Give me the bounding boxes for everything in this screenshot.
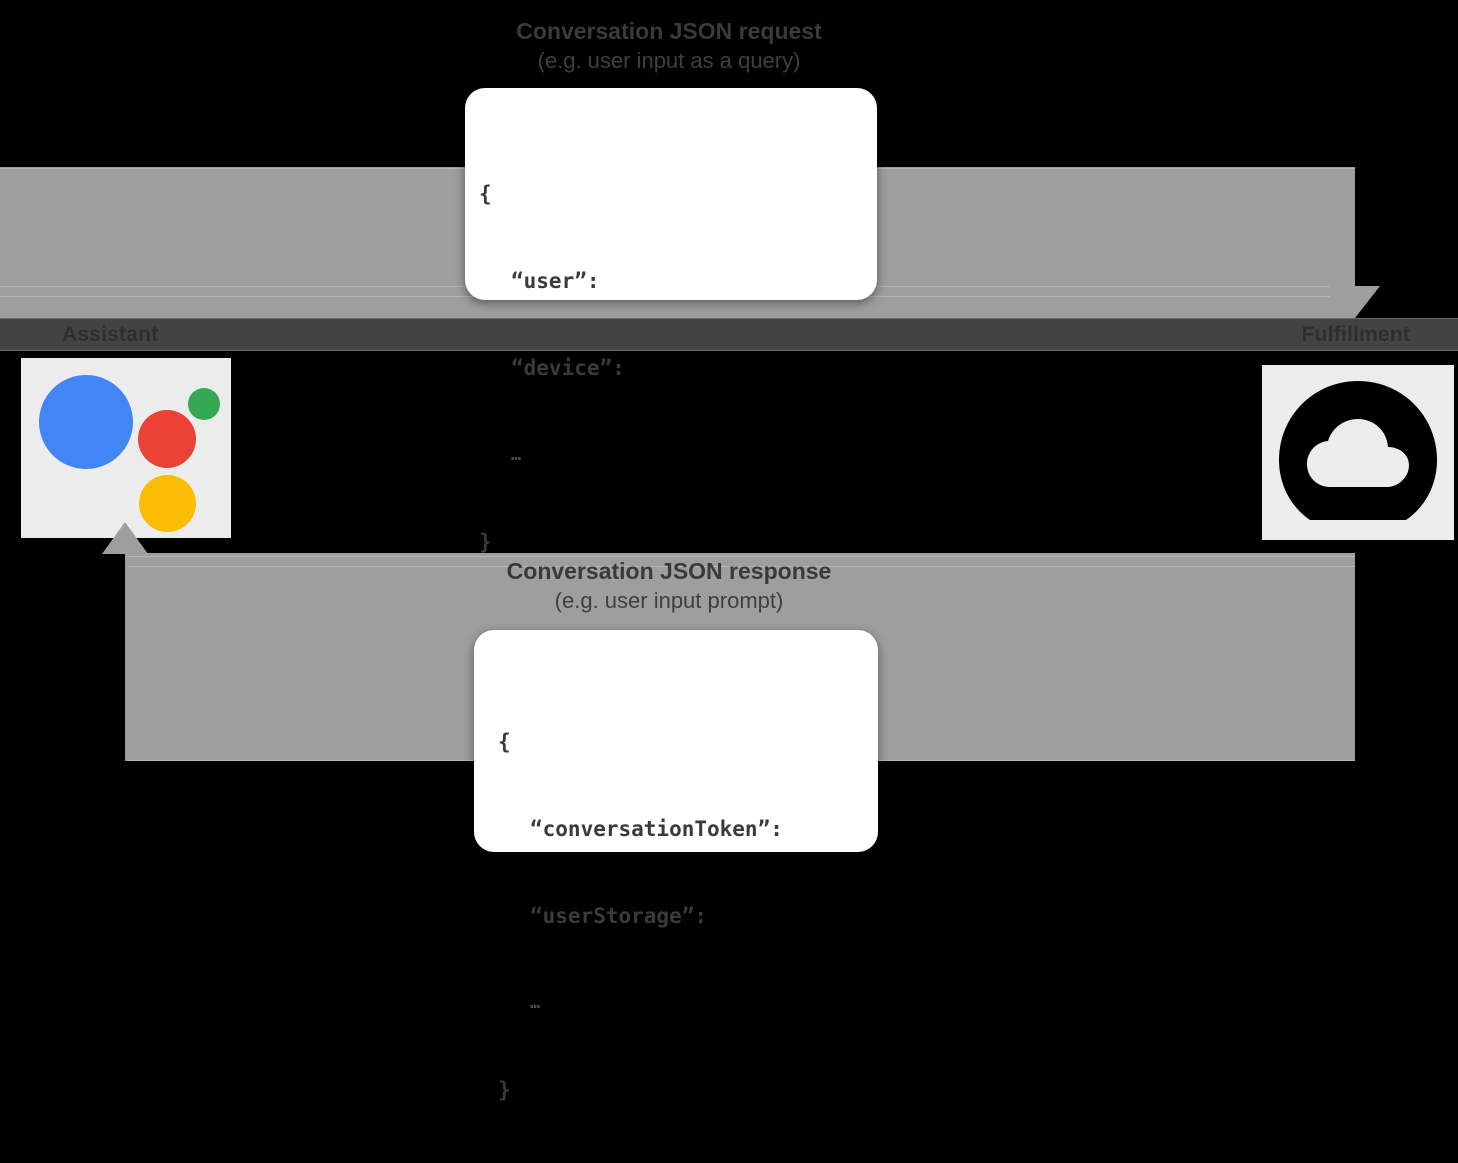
request-caption-title: Conversation JSON request [516,18,822,44]
diagram-canvas: Conversation JSON request (e.g. user inp… [0,16,1458,1102]
assistant-green-dot-icon [188,388,220,420]
cloud-icon [1276,379,1440,529]
response-band-hairline-second [128,566,1355,567]
json-key-conversation-token: “conversationToken”: [530,817,783,841]
json-open-brace: { [498,730,511,754]
lane-divider-bar [0,318,1458,351]
request-arrow-head-down-icon [1330,286,1380,318]
assistant-red-dot-icon [138,410,196,468]
response-caption-subtitle: (e.g. user input prompt) [554,588,784,613]
json-close-brace: } [498,1078,511,1102]
request-json-card: { “user”: “device”: … } [465,88,877,554]
json-key-device: “device”: [511,356,625,380]
request-json-body: { “user”: “device”: … } [465,88,877,554]
fulfillment-cloud-tile [1262,365,1454,540]
json-key-user: “user”: [511,269,600,293]
response-arrow-head-up-icon [102,522,148,554]
assistant-yellow-dot-icon [139,475,196,532]
lane-label-fulfillment: Fulfillment [1301,323,1410,346]
response-caption: Conversation JSON response (e.g. user in… [429,556,909,616]
json-close-brace: } [479,530,492,554]
response-caption-title: Conversation JSON response [506,558,832,584]
request-caption-subtitle: (e.g. user input as a query) [537,48,801,73]
response-band-hairline-top [128,556,1355,557]
lane-rule-top [0,318,1458,319]
response-json-card: { “conversationToken”: “userStorage”: … … [474,630,878,1102]
lane-rule-bottom [0,350,1458,351]
request-caption: Conversation JSON request (e.g. user inp… [429,16,909,76]
json-open-brace: { [479,182,492,206]
json-key-user-storage: “userStorage”: [530,904,708,928]
json-ellipsis: … [511,445,522,465]
json-ellipsis: … [530,993,541,1013]
assistant-blue-dot-icon [39,375,133,469]
lane-label-assistant: Assistant [62,323,159,346]
response-json-body: { “conversationToken”: “userStorage”: … … [484,630,878,1102]
google-assistant-icon [21,358,231,538]
